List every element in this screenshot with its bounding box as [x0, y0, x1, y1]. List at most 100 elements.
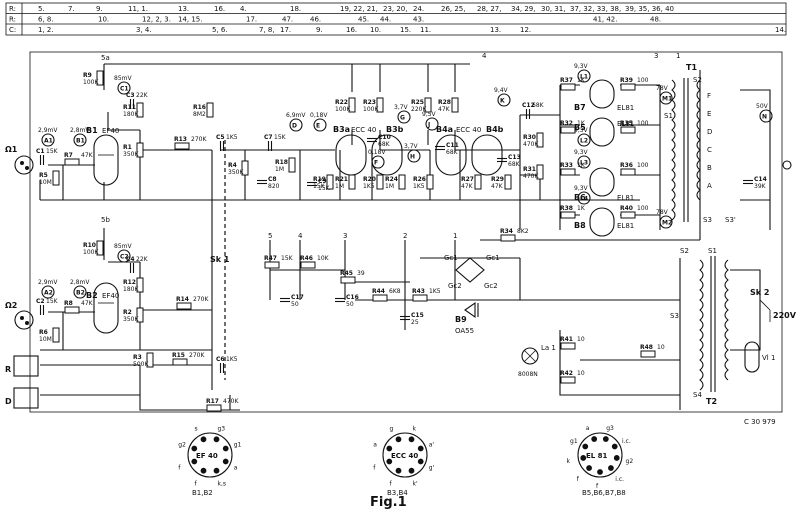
test-point-voltage: 2,8mV	[70, 127, 90, 134]
resistor-value: 470K	[223, 398, 239, 405]
tubes: B1 EF40 B2 EF40 B3a ECC 40 B3b B4a ECC 4…	[86, 79, 634, 334]
supply-5a: 5a	[101, 54, 110, 62]
capacitor-ref: C9	[318, 178, 327, 185]
test-point-voltage: 9,3V	[574, 63, 589, 70]
test-point-voltage: 50V	[756, 103, 769, 110]
resistor-value: 1K5	[413, 183, 425, 190]
t1-s2: S2	[693, 76, 702, 84]
test-point-id: C1	[120, 86, 129, 93]
pin-label: g'	[429, 464, 435, 471]
test-point-id: L3	[580, 160, 588, 167]
capacitor-ref: C4	[126, 256, 135, 263]
test-point-a2: A22,9mV	[38, 279, 58, 299]
resistor-value: 1K	[577, 162, 586, 169]
resistor-value: 180K	[123, 111, 139, 118]
index-ref: 39, 35, 36, 40	[625, 5, 674, 13]
rail-1b: 1	[676, 52, 680, 60]
resistor-ref: R17	[206, 398, 219, 405]
index-ref: 14.	[775, 26, 786, 34]
index-ref: 23, 20,	[383, 5, 408, 13]
resistor-ref: R15	[172, 352, 185, 359]
test-point-voltage: 85mV	[114, 75, 132, 82]
resistor-ref: R40	[620, 205, 633, 212]
tube-b4a-type: ECC 40	[456, 126, 481, 134]
capacitor-value: 68K	[378, 141, 391, 148]
tube-b5-ref: B5	[574, 123, 586, 132]
capacitor-value: 50	[291, 301, 299, 308]
index-ref: 19, 22, 21,	[340, 5, 378, 13]
index-ref: 24.	[413, 5, 424, 13]
resistor-value: 6K8	[389, 288, 401, 295]
test-point-id: L1	[580, 74, 588, 81]
tube-b8: B8 EL81	[574, 207, 634, 237]
rail-1a: 1	[453, 232, 457, 240]
resistor-value: 100K	[363, 106, 379, 113]
resistor-r36: R36 100	[620, 162, 649, 176]
resistor-ref: R36	[620, 162, 633, 169]
gc1b-label: Gc1	[486, 254, 500, 262]
index-ref: 34, 29,	[511, 5, 536, 13]
index-ref: 11, 1.	[128, 5, 148, 13]
index-ref: 17.	[246, 16, 257, 24]
index-ref: 10.	[98, 16, 109, 24]
resistor-r15: R15 270K	[172, 352, 205, 366]
resistor-value: 1K5	[429, 288, 441, 295]
test-point-voltage: 9,3V	[574, 149, 589, 156]
pin-label: k'	[412, 481, 417, 488]
pin-label: g2	[626, 458, 634, 465]
capacitor-ref: C13	[508, 154, 521, 161]
resistor-value: 270K	[193, 296, 209, 303]
diode-b9-ref: B9	[455, 315, 467, 324]
resistor-value: 10K	[317, 255, 330, 262]
resistor-value: 100	[637, 162, 649, 169]
resistor-value: 100K	[83, 79, 99, 86]
resistor-ref: R34	[500, 228, 513, 235]
resistor-value: 39	[357, 270, 365, 277]
tap-b: B	[707, 164, 712, 172]
resistor-ref: R28	[438, 99, 451, 106]
resistor-value: 470K	[523, 141, 539, 148]
capacitor-value: 1K5	[226, 134, 238, 141]
index-ref: 16.	[346, 26, 357, 34]
test-point-f: F0,18V	[368, 149, 386, 169]
resistor-ref: R22	[335, 99, 348, 106]
test-point-id: K	[500, 98, 505, 105]
pin-label: a	[373, 442, 377, 449]
gc2-label: Gc2	[448, 282, 462, 290]
test-point-voltage: 6,9mV	[286, 112, 306, 119]
index-ref: 47.	[282, 16, 293, 24]
tube-b1-ref: B1	[86, 126, 98, 135]
index-key-r1: R:	[9, 5, 16, 13]
gc2b-label: Gc2	[484, 282, 498, 290]
rail-2: 2	[403, 232, 407, 240]
rail-3b: 3	[654, 52, 658, 60]
switch-sk1: Sk 1	[210, 255, 230, 264]
index-ref: 9.	[96, 5, 103, 13]
pin-label: a'	[429, 442, 435, 449]
index-ref: 15.	[400, 26, 411, 34]
rail-numbers: 5 4 3 2 1 4 3 1	[268, 52, 680, 240]
capacitor-value: 39K	[754, 183, 767, 190]
capacitor-value: 15K	[274, 134, 287, 141]
resistor-value: 15K	[281, 255, 294, 262]
resistor-value: 1K5	[363, 183, 375, 190]
resistor-value: 15K	[313, 183, 326, 190]
resistor-value: 270K	[189, 352, 205, 359]
tap-e: E	[707, 110, 711, 118]
resistor-value: 350K	[228, 169, 244, 176]
